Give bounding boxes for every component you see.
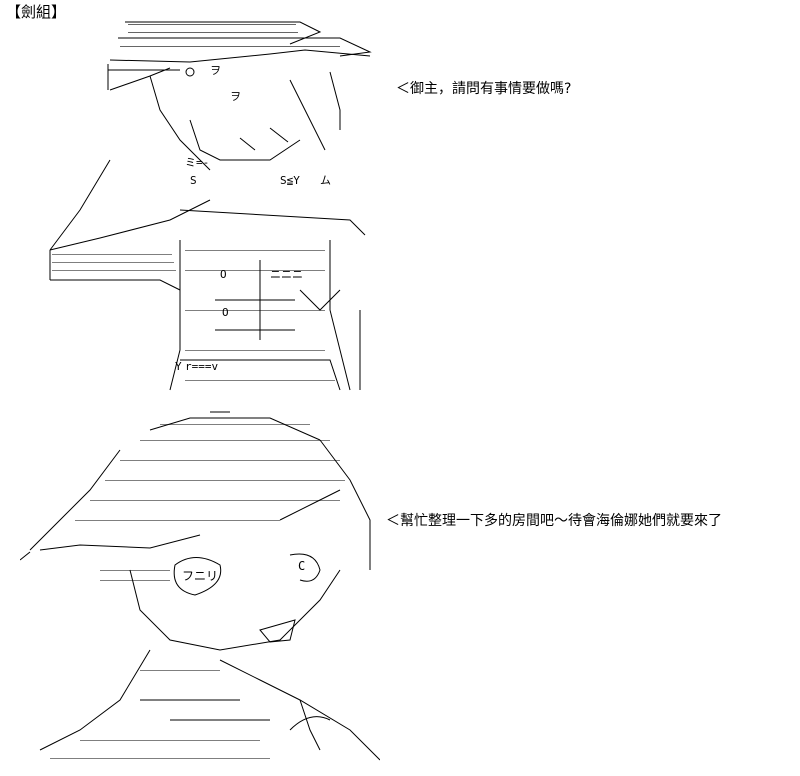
header-label: 【劍組】 [6,3,67,21]
art-fragment: S [190,174,197,187]
art-fragment: ニニニ [270,268,303,281]
art-fragment: ヲ [230,90,241,103]
art-fragment: フニリ [182,569,218,583]
art-fragment: C [298,559,305,573]
art-fragment: ミ=- [185,156,209,169]
art-fragment: r===v [185,360,218,373]
art-fragment: S≦Y [280,174,300,187]
dialogue-line-1: ＜御主，請問有事情要做嗎? [396,81,572,97]
dialogue-line-2: ＜幫忙整理一下多的房間吧～待會海倫娜她們就要來了 [386,513,722,529]
art-fragment: Y [175,360,182,373]
art-fragment: ム [320,174,331,187]
art-fragment: ヲ [210,64,221,77]
art-fragment: O [222,306,229,319]
top-ascii-art-figure: ヲ ヲ ミ=- S S≦Y ム ニニニ O O Y r===v [49,21,372,391]
art-fragment: O [220,268,227,281]
bottom-ascii-art-figure: フニリ C [20,411,380,761]
